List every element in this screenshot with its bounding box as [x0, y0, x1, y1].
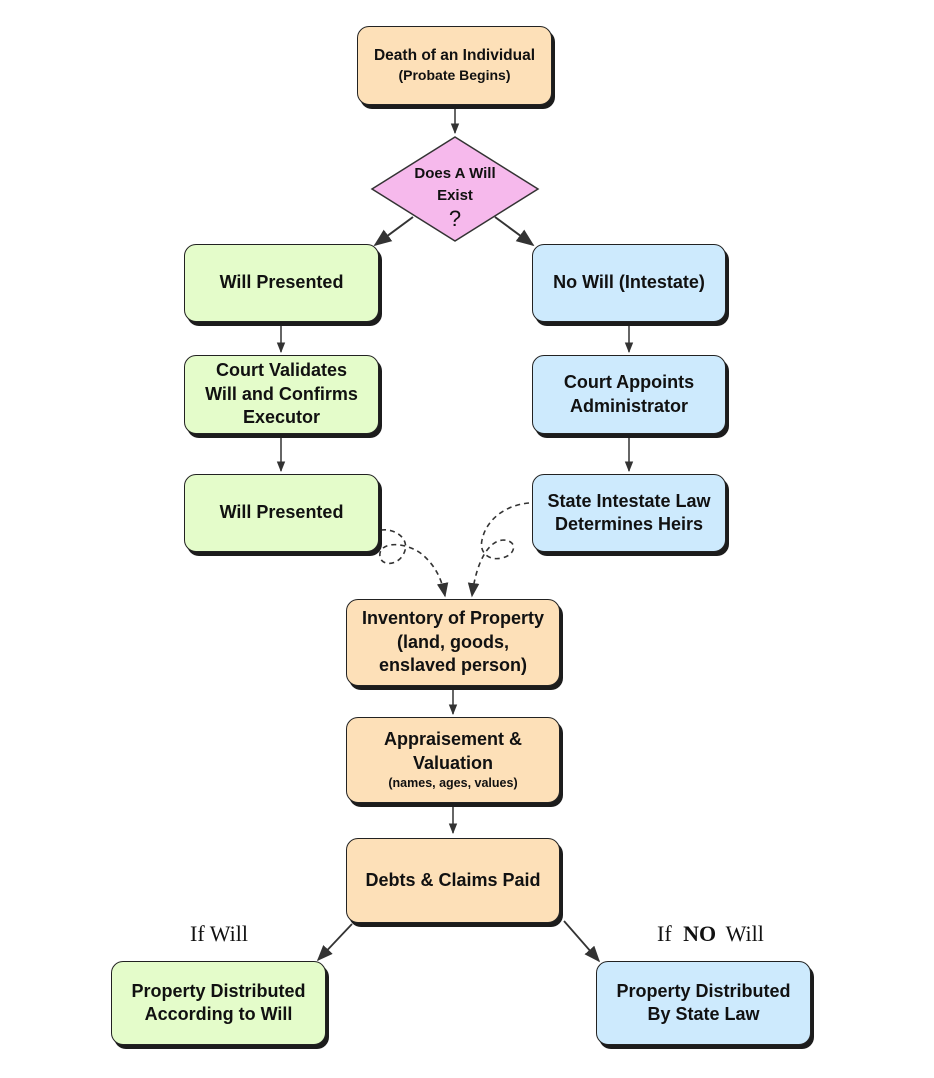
decision-diamond — [370, 136, 540, 242]
dashed-arrow-will-to-inventory — [379, 529, 449, 598]
node-inventory-line1: Inventory of Property — [361, 608, 545, 629]
node-no-will-intestate: No Will (Intestate) — [532, 244, 726, 322]
node-inventory-line2: (land, goods, — [397, 631, 509, 652]
node-state-law-line2: Determines Heirs — [554, 514, 704, 534]
node-state-law-line1: State Intestate Law — [547, 490, 711, 511]
node-inventory-of-property: Inventory of Property (land, goods, ensl… — [346, 599, 560, 686]
arrow-decision-to-will — [373, 216, 414, 247]
node-distributed-according-to-will: Property Distributed According to Will — [111, 961, 326, 1045]
label-if-text: If — [657, 921, 672, 946]
node-debts-label: Debts & Claims Paid — [365, 869, 541, 890]
node-state-outcome-line1: Property Distributed — [616, 980, 791, 1001]
node-will-outcome-line1: Property Distributed — [131, 980, 306, 1001]
node-death-of-individual: Death of an Individual (Probate Begins) — [357, 26, 552, 105]
decision-line1: Does A Will — [414, 165, 496, 182]
arrow-debts-to-will-outcome — [316, 923, 353, 962]
label-if-will-text: If Will — [190, 921, 248, 946]
node-court-appoints-line2: Administrator — [569, 395, 688, 416]
node-court-validates-line2: Will and Confirms — [205, 383, 358, 404]
node-debts-claims-paid: Debts & Claims Paid — [346, 838, 560, 923]
node-will-presented: Will Presented — [184, 244, 379, 322]
label-no-emphasis: NO — [683, 921, 717, 946]
node-no-will-label: No Will (Intestate) — [553, 272, 705, 293]
node-state-outcome-line2: By State Law — [647, 1004, 760, 1024]
node-court-validates-line3: Executor — [242, 407, 321, 428]
label-will-text: Will — [725, 921, 764, 946]
decision-line2: Exist — [437, 186, 473, 204]
node-will-presented-second-label: Will Presented — [219, 502, 344, 523]
node-state-intestate-law: State Intestate Law Determines Heirs — [532, 474, 726, 552]
node-death-title: Death of an Individual — [373, 47, 536, 65]
arrow-debts-to-state-outcome — [563, 920, 601, 963]
node-distributed-by-state-law: Property Distributed By State Law — [596, 961, 811, 1045]
node-appraisement-line1: Appraisement & — [383, 729, 523, 750]
node-inventory-line3: enslaved person) — [378, 655, 528, 676]
label-if-will: If Will — [190, 921, 248, 947]
node-will-presented-second: Will Presented — [184, 474, 379, 552]
node-will-outcome-line2: According to Will — [144, 1004, 293, 1024]
node-appraisement-line2: Valuation — [412, 752, 493, 773]
decision-label: Does A Will Exist ? — [388, 163, 522, 231]
node-court-validates-line1: Court Validates — [215, 360, 348, 381]
node-court-validates-will: Court Validates Will and Confirms Execut… — [184, 355, 379, 434]
dashed-arrow-state-law-to-inventory — [467, 502, 530, 598]
node-will-presented-label: Will Presented — [219, 272, 344, 293]
arrow-decision-to-no-will — [494, 216, 535, 247]
node-appraisement-note: (names, ages, values) — [388, 776, 518, 791]
node-court-appoints-administrator: Court Appoints Administrator — [532, 355, 726, 434]
label-if-no-will: If NO Will — [657, 921, 764, 947]
node-court-appoints-line1: Court Appoints — [563, 372, 695, 393]
node-appraisement-valuation: Appraisement & Valuation (names, ages, v… — [346, 717, 560, 803]
node-death-subtitle: (Probate Begins) — [398, 67, 511, 84]
question-mark-icon: ? — [448, 205, 462, 231]
